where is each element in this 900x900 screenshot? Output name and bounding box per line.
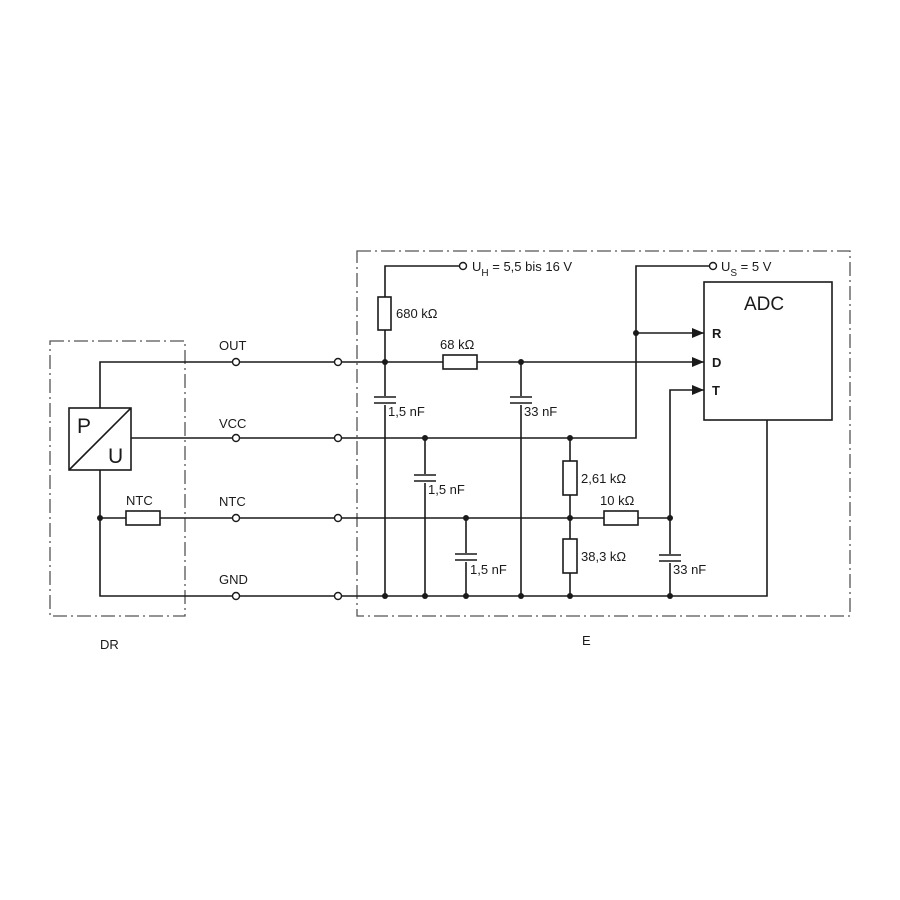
vcc-line-label: VCC bbox=[219, 416, 246, 431]
divider-top-resistor bbox=[562, 460, 578, 496]
vcc-wire bbox=[131, 265, 709, 439]
adc-pin-r: R bbox=[712, 326, 722, 341]
ntc-capacitor bbox=[455, 553, 477, 562]
uh-terminal bbox=[458, 261, 468, 271]
divider-bottom-resistor-label: 38,3 kΩ bbox=[581, 549, 626, 564]
out-capacitor-label: 1,5 nF bbox=[388, 404, 425, 419]
gnd-wire bbox=[99, 420, 768, 597]
adc-pin-d: D bbox=[712, 355, 721, 370]
d-capacitor-label: 33 nF bbox=[524, 404, 557, 419]
us-terminal bbox=[708, 261, 718, 271]
transducer-u-label: U bbox=[108, 445, 123, 468]
t-capacitor-label: 33 nF bbox=[673, 562, 706, 577]
t-signal-wire bbox=[669, 385, 704, 596]
series-resistor-label: 68 kΩ bbox=[440, 337, 475, 352]
pressure-voltage-transducer: P U bbox=[68, 407, 132, 471]
uh-wire bbox=[384, 265, 459, 596]
out-line-label: OUT bbox=[219, 338, 247, 353]
divider-bottom-resistor bbox=[562, 538, 578, 574]
adc-pin-t: T bbox=[712, 383, 720, 398]
sensor-label: DR bbox=[100, 637, 119, 652]
pullup-resistor-label: 680 kΩ bbox=[396, 306, 438, 321]
vcc-capacitor-label: 1,5 nF bbox=[428, 482, 465, 497]
junction-dot bbox=[382, 359, 388, 365]
out-wire bbox=[99, 361, 385, 408]
d-capacitor bbox=[510, 396, 532, 405]
ntc-resistor-label: NTC bbox=[126, 493, 153, 508]
us-label: US = 5 V bbox=[721, 259, 772, 279]
connector-terminals bbox=[231, 357, 343, 601]
t-resistor bbox=[603, 510, 639, 526]
ecu-boundary-box bbox=[356, 250, 851, 617]
divider-top-resistor-label: 2,61 kΩ bbox=[581, 471, 626, 486]
junction-dot bbox=[567, 515, 573, 521]
vcc-capacitor bbox=[414, 474, 436, 483]
t-capacitor bbox=[659, 554, 681, 563]
adc-block bbox=[703, 281, 833, 421]
ecu-label: E bbox=[582, 633, 591, 648]
t-resistor-label: 10 kΩ bbox=[600, 493, 635, 508]
series-resistor bbox=[442, 354, 478, 370]
ntc-line-label: NTC bbox=[219, 494, 246, 509]
gnd-junctions bbox=[382, 593, 673, 599]
gnd-line-label: GND bbox=[219, 572, 248, 587]
uh-label: UH = 5,5 bis 16 V bbox=[472, 259, 572, 279]
transducer-p-label: P bbox=[77, 415, 91, 438]
adc-label: ADC bbox=[744, 294, 784, 315]
out-capacitor bbox=[374, 396, 396, 405]
sensor-boundary-box bbox=[49, 340, 186, 617]
ntc-resistor bbox=[125, 510, 161, 526]
ntc-capacitor-label: 1,5 nF bbox=[470, 562, 507, 577]
pullup-resistor bbox=[377, 296, 392, 331]
junction-dot bbox=[97, 515, 103, 521]
